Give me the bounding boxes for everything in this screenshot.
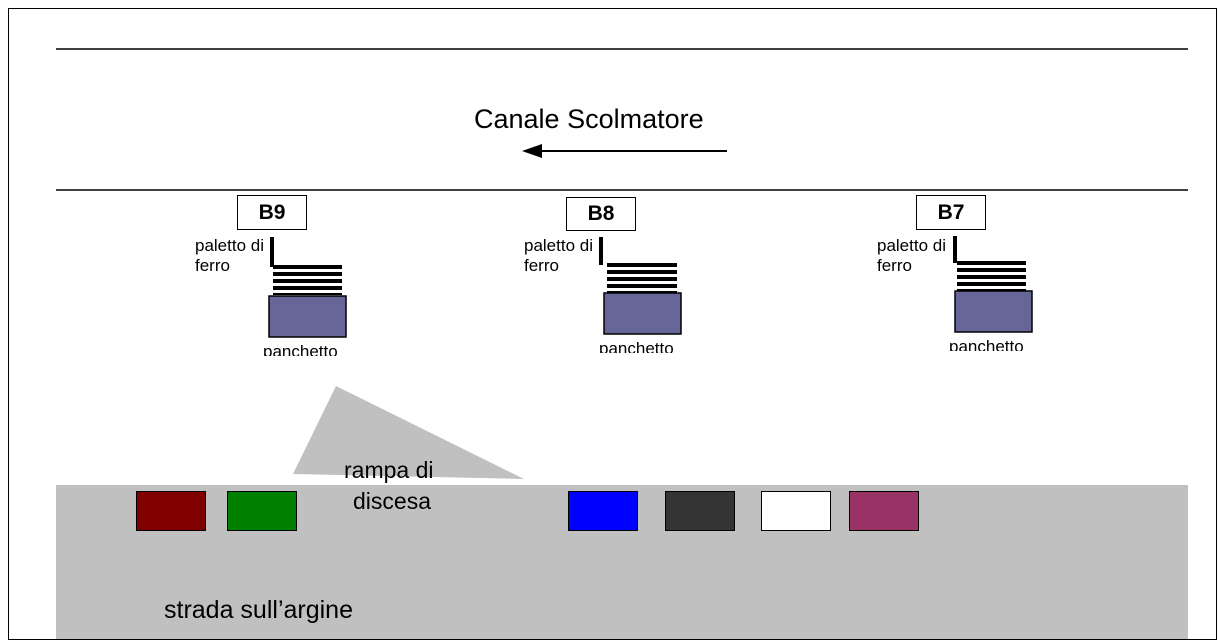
swatch-green — [227, 491, 297, 531]
station-label-b9: B9 — [237, 195, 307, 230]
stair-gap — [607, 288, 677, 291]
pole-label-b7: paletto di ferro — [877, 236, 946, 275]
pole-label-box-b9: paletto di ferro — [195, 236, 267, 276]
ramp-label-line2: discesa — [353, 488, 431, 514]
ramp — [293, 386, 524, 479]
road-label: strada sull’argine — [164, 596, 353, 624]
bench-label-box-b7: panchetto — [945, 334, 1055, 351]
stair-gap — [273, 290, 342, 293]
bench-label-b9: panchetto — [263, 342, 338, 356]
swatch-blue — [568, 491, 638, 531]
station-label-b7: B7 — [916, 195, 986, 230]
stair-gap — [607, 274, 677, 277]
swatch-dark-gray — [665, 491, 735, 531]
pole-label-b9: paletto di ferro — [195, 236, 264, 275]
pole-label-b8: paletto di ferro — [524, 236, 593, 275]
bench-b7 — [954, 290, 1033, 333]
bench-label-box-b9: panchetto — [259, 338, 369, 356]
stair-gap — [607, 281, 677, 284]
bench-label-b7: panchetto — [949, 337, 1024, 351]
swatch-white — [761, 491, 831, 531]
stair-gap — [957, 286, 1026, 289]
pole-label-box-b7: paletto di ferro — [877, 236, 949, 276]
channel-label: Canale Scolmatore — [474, 104, 704, 134]
bench-b8 — [603, 292, 682, 335]
bench-label-b8: panchetto — [599, 339, 674, 353]
diagram-frame: Canale Scolmatore B9 B8 B7 paletto di fe… — [8, 8, 1217, 640]
pole-label-box-b8: paletto di ferro — [524, 236, 596, 276]
stair-gap — [273, 276, 342, 279]
stair-gap — [957, 279, 1026, 282]
stair-gap — [273, 269, 342, 272]
station-label-b8: B8 — [566, 197, 636, 231]
swatch-plum — [849, 491, 919, 531]
bench-label-box-b8: panchetto — [595, 336, 705, 353]
stair-gap — [957, 265, 1026, 268]
stair-gap — [607, 267, 677, 270]
swatch-dark-red — [136, 491, 206, 531]
bench-b9 — [268, 295, 347, 338]
flow-arrow-head — [522, 144, 542, 158]
ramp-label-line1: rampa di — [344, 457, 434, 483]
stair-gap — [957, 272, 1026, 275]
stair-gap — [273, 283, 342, 286]
